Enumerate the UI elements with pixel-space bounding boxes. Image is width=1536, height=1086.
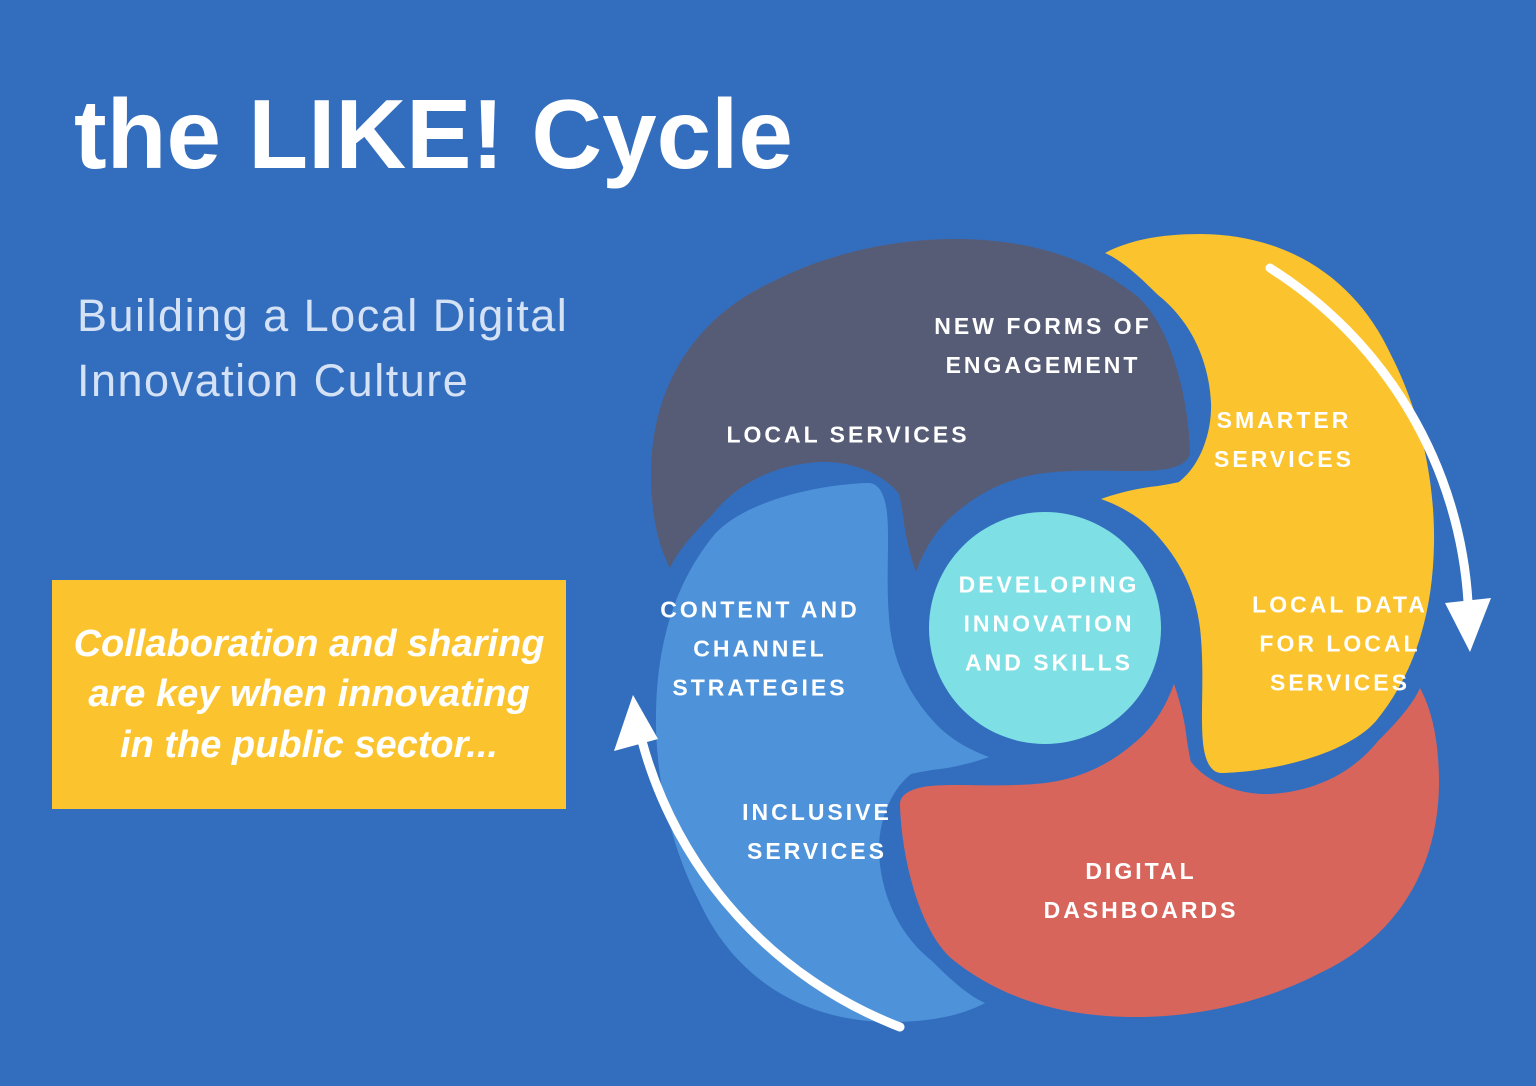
label-local-services: LOCAL SERVICES <box>726 421 970 448</box>
cycle-arrow-left-icon <box>614 695 905 1032</box>
label-digital-dashboards: DIGITAL DASHBOARDS <box>1043 858 1239 923</box>
label-new-forms-of-engagement: NEW FORMS OF ENGAGEMENT <box>934 313 1152 378</box>
callout-box: Collaboration and sharing are key when i… <box>52 580 566 809</box>
callout-text: Collaboration and sharing are key when i… <box>73 623 545 766</box>
page-subtitle: Building a Local Digital Innovation Cult… <box>77 290 569 406</box>
label-developing-innovation: DEVELOPING INNOVATION AND SKILLS <box>958 571 1140 676</box>
label-smarter-services: SMARTER SERVICES <box>1214 407 1354 472</box>
label-local-data: LOCAL DATA FOR LOCAL SERVICES <box>1252 591 1428 696</box>
cycle-arrow-right-icon <box>1265 263 1491 652</box>
page-title: the LIKE! Cycle <box>74 79 793 189</box>
label-content-channel-strategies: CONTENT AND CHANNEL STRATEGIES <box>660 596 860 701</box>
label-inclusive-services: INCLUSIVE SERVICES <box>742 799 892 864</box>
center-circle <box>929 512 1161 744</box>
